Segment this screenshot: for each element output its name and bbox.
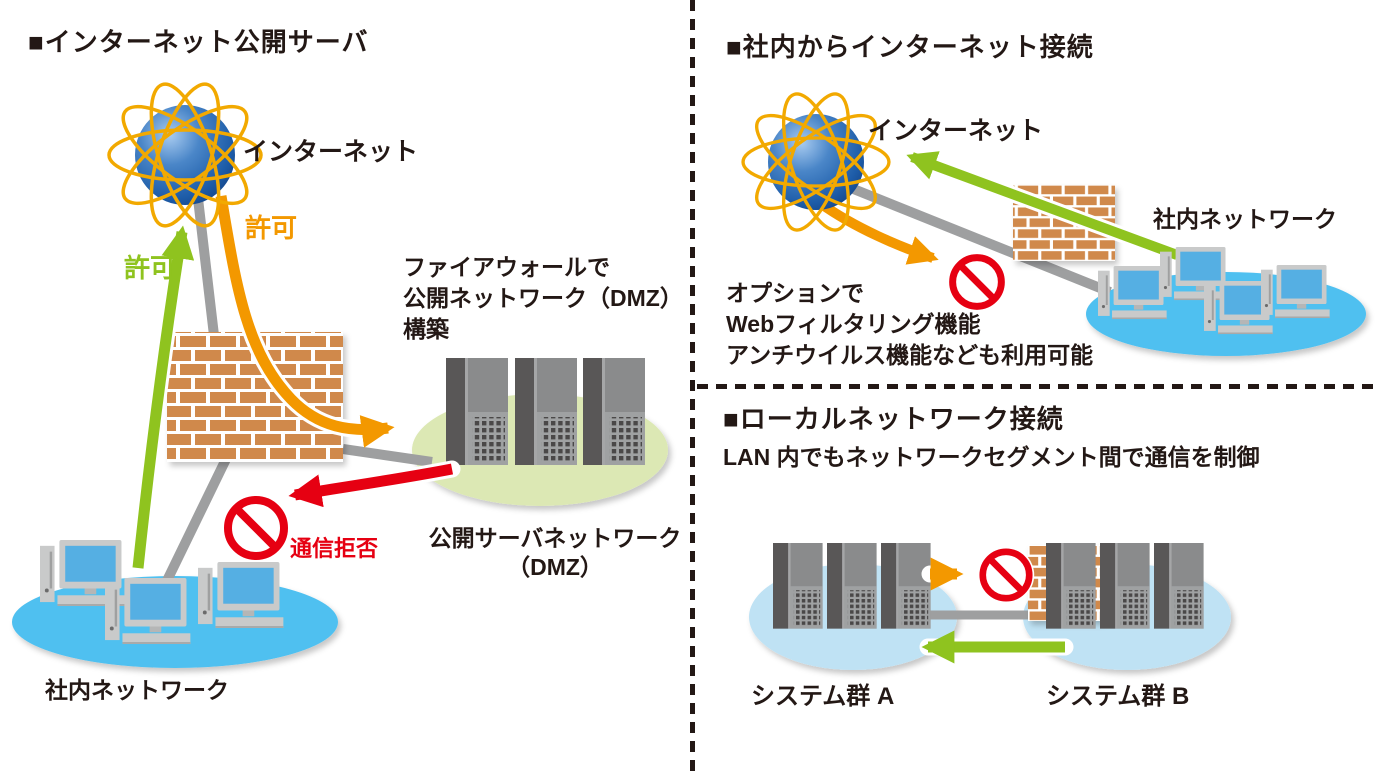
server-tower-icon: [1100, 543, 1150, 629]
server-tower-icon: [1046, 543, 1096, 629]
server-tower-icon: [773, 543, 823, 629]
blocked-arrow-orange: [817, 198, 939, 265]
internet-globe-icon: [107, 74, 263, 236]
deny-arrow-red: [288, 463, 454, 508]
server-tower-icon: [446, 358, 508, 465]
system-group-b-label: システム群 B: [1046, 683, 1190, 710]
permit-label-green: 許可: [124, 253, 177, 283]
office-lan-label: 社内ネットワーク: [1153, 206, 1337, 232]
permit-arrow-inbound-orange: [215, 195, 395, 448]
local-network-subtitle: LAN 内でもネットワークセグメント間で通信を制御: [723, 444, 1260, 470]
desktop-pc-icon: [1160, 247, 1229, 301]
server-tower-icon: [583, 358, 645, 465]
cable-firewall-to-dmz: [342, 444, 433, 467]
server-tower-icon: [827, 543, 877, 629]
system-group-a-label: システム群 A: [751, 683, 895, 710]
horizontal-dashed-divider: [697, 384, 1380, 389]
internet-globe-icon: [741, 85, 891, 239]
panel-title-internet-from-office: ■社内からインターネット接続: [726, 32, 1094, 62]
server-tower-icon: [881, 543, 931, 629]
server-tower-icon: [515, 358, 577, 465]
panel-title-local-network: ■ローカルネットワーク接続: [723, 404, 1064, 434]
permit-label-orange: 許可: [245, 213, 298, 243]
office-lan-label: 社内ネットワーク: [45, 677, 229, 703]
internet-label: インターネット: [868, 117, 1044, 145]
dmz-network-label: 公開サーバネットワーク （DMZ）: [428, 525, 682, 580]
server-tower-icon: [1154, 543, 1204, 629]
option-note: オプションで Webフィルタリング機能 アンチウイルス機能なども利用可能: [726, 280, 1094, 368]
panel-title-internet-public-server: ■インターネット公開サーバ: [28, 27, 369, 57]
firewall-note: ファイアウォールで 公開ネットワーク（DMZ） 構築: [403, 254, 683, 342]
internet-label: インターネット: [243, 138, 419, 166]
cable-globe-to-lan-right: [844, 181, 1112, 297]
permit-arrow-to-internet-green: [906, 151, 1179, 260]
no-entry-icon: [222, 494, 290, 562]
permit-arrow-outbound-green: [132, 225, 195, 569]
desktop-pc-icon: [198, 562, 284, 628]
vertical-dashed-divider: [690, 0, 695, 777]
desktop-pc-icon: [1261, 265, 1330, 319]
deny-label: 通信拒否: [290, 536, 379, 561]
desktop-pc-icon: [105, 578, 191, 644]
desktop-pc-icon: [1098, 266, 1167, 320]
no-entry-icon: [978, 547, 1034, 603]
